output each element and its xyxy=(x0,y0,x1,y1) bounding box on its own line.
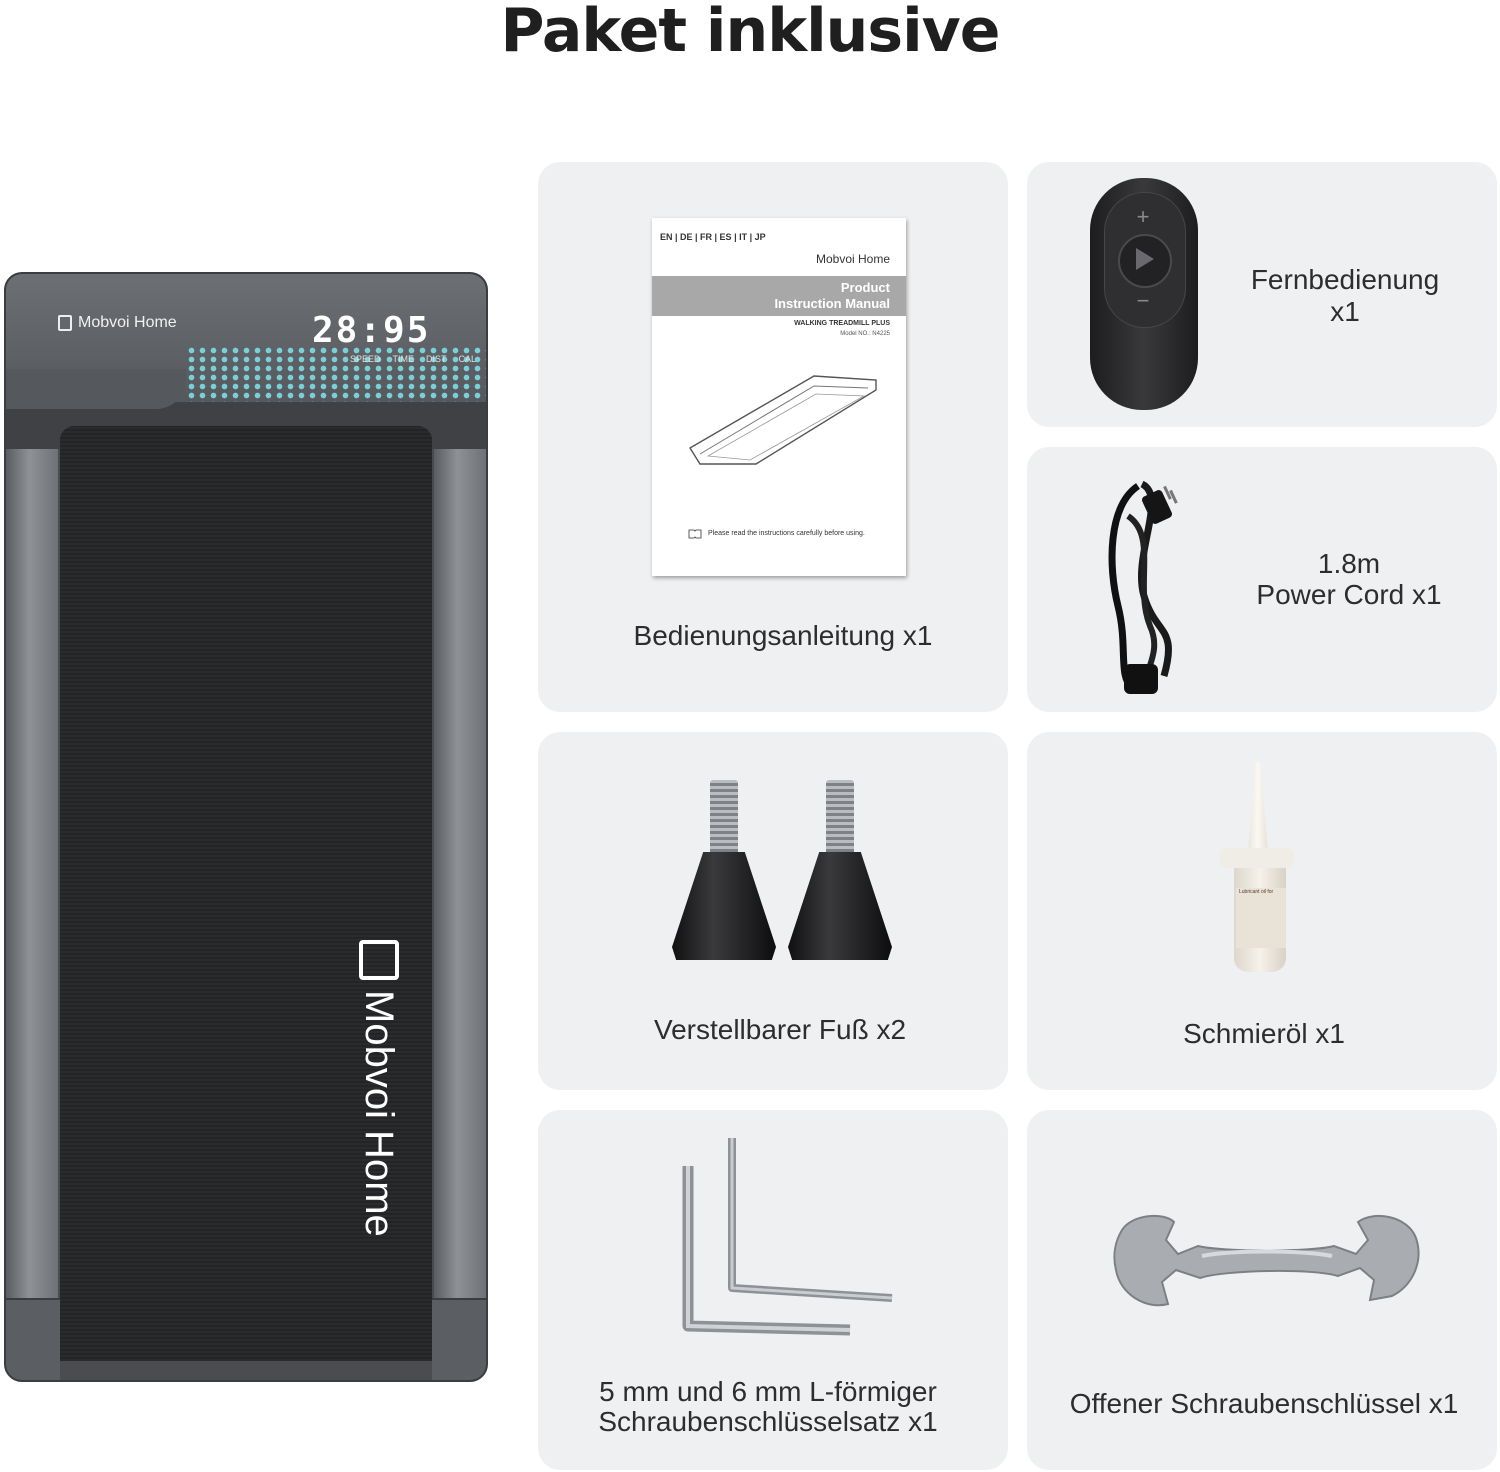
indicator-time: TIME xyxy=(392,354,415,364)
label-oil: Schmieröl x1 xyxy=(1183,1018,1345,1049)
left-end-cap xyxy=(6,1298,60,1380)
card-wrench xyxy=(1027,1110,1497,1470)
label-cord-line2: Power Cord x1 xyxy=(1256,579,1442,610)
allen-keys-icon xyxy=(682,1138,893,1336)
indicator-speed: SPEED xyxy=(350,354,381,364)
treadmill-drawing-icon xyxy=(689,375,877,465)
right-end-cap xyxy=(432,1298,486,1380)
foot-1-bolt xyxy=(710,780,738,860)
oil-bottle-label: Lubricant oil for xyxy=(1236,888,1286,948)
label-allen-line1: 5 mm und 6 mm L-förmiger xyxy=(599,1376,937,1407)
card-feet xyxy=(538,732,1008,1090)
treadmill-image: Mobvoi Home 28:95 SPEED TIME DIST CAL Mo… xyxy=(4,272,488,1382)
label-allen-line2: Schraubenschlüsselsatz x1 xyxy=(598,1406,938,1437)
mobvoi-logo-icon xyxy=(58,315,72,331)
treadmill-frame: Mobvoi Home 28:95 SPEED TIME DIST CAL xyxy=(4,272,488,1382)
indicator-cal: CAL xyxy=(458,354,477,364)
manual-title-line2: Instruction Manual xyxy=(774,296,890,311)
belt-brand-text: Mobvoi Home xyxy=(357,990,401,1237)
console-indicators: SPEED TIME DIST CAL xyxy=(350,354,476,364)
console-logo: Mobvoi Home xyxy=(58,314,177,332)
manual-model: Model NO.: N4225 xyxy=(840,331,890,337)
card-power-cord xyxy=(1027,447,1497,712)
label-cord-line1: 1.8m xyxy=(1317,548,1381,579)
indicator-dist: DIST xyxy=(426,354,447,364)
foot-2-bolt xyxy=(826,780,854,860)
manual-title-line1: Product xyxy=(840,280,890,295)
instruction-manual: EN | DE | FR | ES | IT | JP Mobvoi Home … xyxy=(652,218,906,576)
manual-subtitle: WALKING TREADMILL PLUS xyxy=(794,320,890,327)
manual-languages: EN | DE | FR | ES | IT | JP xyxy=(660,232,766,242)
label-remote-line1: Fernbedienung xyxy=(1250,264,1440,295)
manual-title-band xyxy=(652,276,906,316)
console-notch xyxy=(6,369,186,409)
minus-icon: − xyxy=(1136,288,1150,313)
manual-footer: Please read the instructions carefully b… xyxy=(708,530,865,537)
label-wrench: Offener Schraubenschlüssel x1 xyxy=(1069,1388,1459,1419)
running-belt xyxy=(60,426,432,1361)
console-brand-text: Mobvoi Home xyxy=(78,314,177,331)
label-manual: Bedienungsanleitung x1 xyxy=(633,620,933,651)
console-display: 28:95 xyxy=(312,310,431,351)
play-icon xyxy=(1136,248,1154,270)
wrench-icon xyxy=(1113,1214,1420,1307)
power-cord-icon xyxy=(1108,480,1178,694)
right-rail xyxy=(434,449,486,1354)
belt-brand: Mobvoi Home xyxy=(357,940,407,1240)
page-title: Paket inklusive xyxy=(500,0,1001,66)
led-dots xyxy=(186,346,486,402)
left-rail xyxy=(6,449,58,1354)
label-remote-line2: x1 xyxy=(1330,296,1360,327)
oil-bottle-collar xyxy=(1220,848,1294,868)
manual-brand: Mobvoi Home xyxy=(815,252,890,266)
book-icon xyxy=(688,529,702,539)
label-feet: Verstellbarer Fuß x2 xyxy=(653,1014,907,1045)
plus-icon: + xyxy=(1136,204,1150,229)
mobvoi-belt-logo-icon xyxy=(359,940,399,980)
